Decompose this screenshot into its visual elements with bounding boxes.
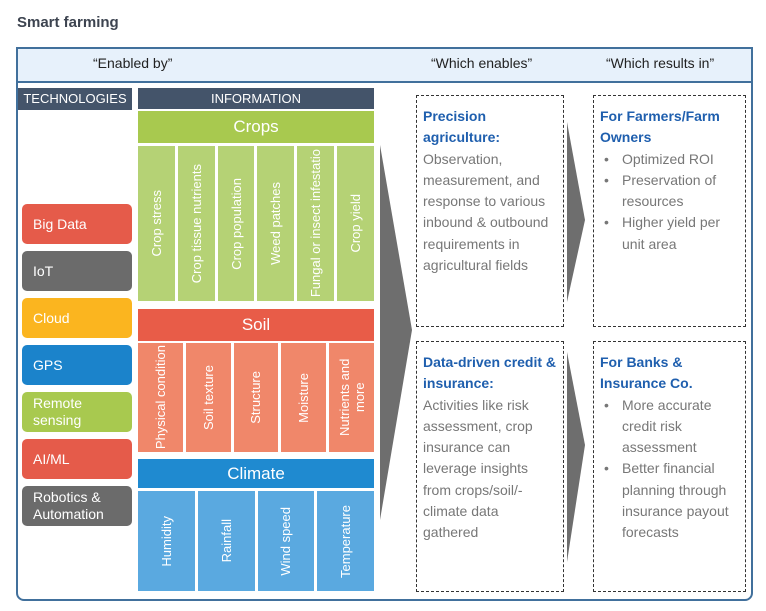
diagram-frame bbox=[16, 47, 753, 601]
farmers-results-box: For Farmers/Farm Owners Optimized ROIPre… bbox=[593, 95, 746, 327]
credit-insurance-box: Data-driven credit & insurance: Activiti… bbox=[416, 341, 564, 592]
box-heading: For Farmers/Farm Owners bbox=[600, 108, 720, 146]
box-heading: Precision agriculture: bbox=[423, 108, 501, 146]
technology-item: Remote sensing bbox=[22, 392, 132, 432]
technology-item: AI/ML bbox=[22, 439, 132, 479]
arrow-icon bbox=[567, 122, 585, 302]
climate-cell: Rainfall bbox=[197, 491, 255, 591]
soil-cell: Moisture bbox=[281, 343, 327, 452]
technology-item: IoT bbox=[22, 251, 132, 291]
soil-cell: Nutrients and more bbox=[329, 343, 374, 452]
column-results-in: “Which results in” bbox=[606, 55, 715, 71]
column-which-enables: “Which enables” bbox=[431, 55, 533, 71]
box-heading: Data-driven credit & insurance: bbox=[423, 354, 557, 392]
box-heading: For Banks & Insurance Co. bbox=[600, 354, 693, 392]
climate-cell: Wind speed bbox=[257, 491, 315, 591]
technology-item: Big Data bbox=[22, 204, 132, 244]
bullet: Optimized ROI bbox=[600, 149, 739, 171]
soil-cell: Soil texture bbox=[185, 343, 231, 452]
crops-cell: Fungal or insect infestatio bbox=[297, 146, 335, 301]
technologies-header: TECHNOLOGIES bbox=[18, 88, 132, 110]
crops-cell: Weed patches bbox=[257, 146, 295, 301]
arrow-icon bbox=[567, 352, 585, 562]
bullet: Better financial planning through insura… bbox=[600, 458, 739, 543]
soil-cell: Physical condition bbox=[138, 343, 183, 452]
column-enabled-by: “Enabled by” bbox=[93, 55, 173, 71]
bullet: Preservation of resources bbox=[600, 170, 739, 213]
banks-results-box: For Banks & Insurance Co. More accurate … bbox=[593, 341, 746, 592]
bullet: Higher yield per unit area bbox=[600, 212, 739, 255]
bullet: More accurate credit risk assessment bbox=[600, 395, 739, 459]
crops-bar: Crops bbox=[138, 111, 374, 143]
big-arrow-icon bbox=[380, 145, 412, 520]
column-header-band bbox=[18, 49, 751, 83]
climate-cell: Humidity bbox=[138, 491, 195, 591]
soil-bar: Soil bbox=[138, 309, 374, 341]
box-body: Observation, measurement, and response t… bbox=[423, 150, 549, 274]
technology-item: GPS bbox=[22, 345, 132, 385]
crops-cell: Crop stress bbox=[138, 146, 175, 301]
information-header: INFORMATION bbox=[138, 88, 374, 109]
technology-item: Robotics & Automation bbox=[22, 486, 132, 526]
precision-agriculture-box: Precision agriculture: Observation, meas… bbox=[416, 95, 564, 327]
crops-cell: Crop tissue nutrients bbox=[177, 146, 215, 301]
climate-bar: Climate bbox=[138, 459, 374, 488]
climate-cell: Temperature bbox=[317, 491, 374, 591]
page-title: Smart farming bbox=[17, 14, 119, 31]
crops-cell: Crop yield bbox=[337, 146, 374, 301]
crops-cell: Crop population bbox=[217, 146, 255, 301]
technology-item: Cloud bbox=[22, 298, 132, 338]
box-body: Activities like risk assessment, crop in… bbox=[423, 396, 533, 541]
soil-cell: Structure bbox=[233, 343, 279, 452]
